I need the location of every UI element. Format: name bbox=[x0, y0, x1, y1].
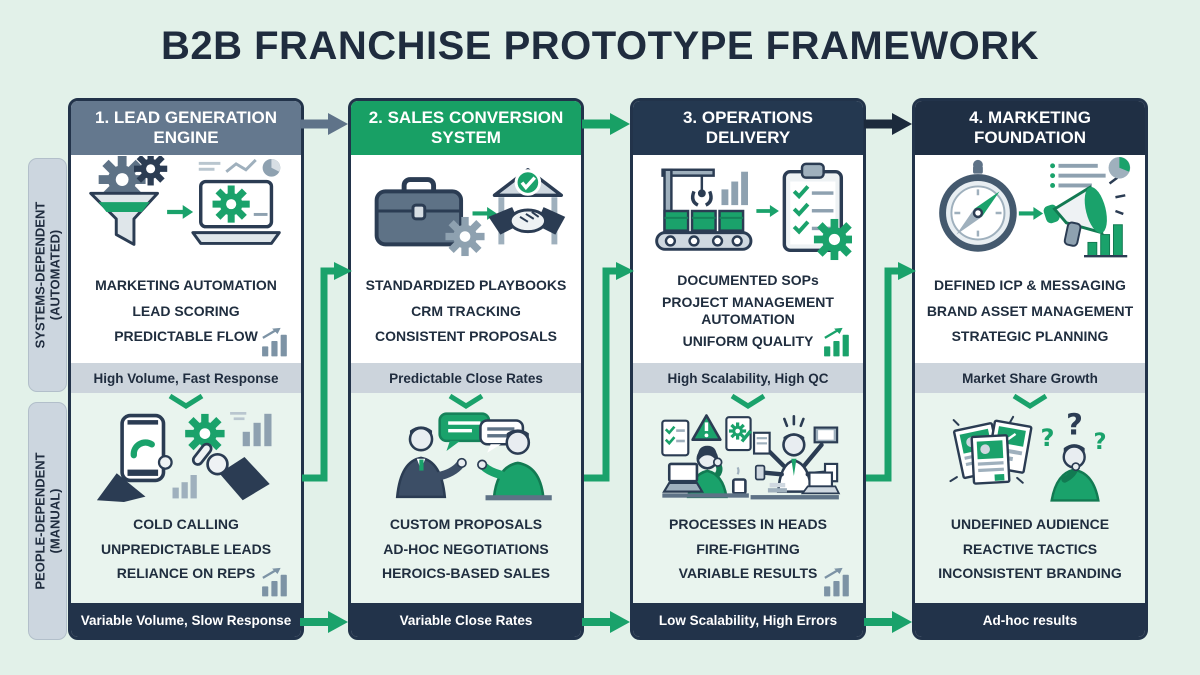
systems-section: MARKETING AUTOMATION LEAD SCORING PREDIC… bbox=[71, 155, 301, 363]
flyers-confused-person-icon: ? ? ? bbox=[949, 412, 1107, 502]
outcome-banner: High Scalability, High QC bbox=[633, 363, 863, 393]
pain-item: FIRE-FIGHTING bbox=[696, 540, 800, 557]
chevron-down-icon bbox=[1012, 393, 1048, 409]
feature-item: MARKETING AUTOMATION bbox=[95, 276, 277, 293]
feature-item: STANDARDIZED PLAYBOOKS bbox=[365, 276, 567, 293]
page-title: B2B FRANCHISE PROTOTYPE FRAMEWORK bbox=[160, 24, 1040, 68]
column-lead-generation: 1. LEAD GENERATION ENGINE bbox=[68, 98, 304, 640]
feature-item: UNIFORM QUALITY bbox=[682, 332, 814, 349]
operations-illustration bbox=[633, 155, 863, 267]
flow-arrow-2-3 bbox=[582, 113, 630, 135]
bottom-arrow-1-2 bbox=[300, 611, 348, 633]
firefighting-illustration bbox=[633, 411, 863, 503]
row-label-text: (MANUAL) bbox=[47, 488, 63, 554]
feature-item: DEFINED ICP & MESSAGING bbox=[934, 276, 1126, 293]
systems-section: DOCUMENTED SOPs PROJECT MANAGEMENT AUTOM… bbox=[633, 155, 863, 363]
pain-item: INCONSISTENT BRANDING bbox=[938, 565, 1122, 582]
briefcase-handshake-icon bbox=[374, 168, 566, 257]
row-label-text: SYSTEMS-DEPENDENT bbox=[32, 201, 48, 349]
people-section: COLD CALLING UNPREDICTABLE LEADS RELIANC… bbox=[71, 393, 301, 603]
chevron-down-icon bbox=[168, 393, 204, 409]
systems-section: DEFINED ICP & MESSAGING BRAND ASSET MANA… bbox=[915, 155, 1145, 363]
feature-item: DOCUMENTED SOPs bbox=[677, 272, 819, 289]
feature-item: CONSISTENT PROPOSALS bbox=[374, 328, 558, 345]
systems-section: STANDARDIZED PLAYBOOKS CRM TRACKING CONS… bbox=[351, 155, 581, 363]
negotiation-illustration bbox=[351, 411, 581, 503]
playbook-illustration bbox=[351, 155, 581, 267]
compass-megaphone-icon bbox=[939, 156, 1131, 258]
pain-item: VARIABLE RESULTS bbox=[678, 565, 818, 582]
svg-text:?: ? bbox=[1093, 429, 1106, 455]
salespeople-conversation-icon bbox=[395, 412, 552, 501]
feature-item: BRAND ASSET MANAGEMENT bbox=[926, 302, 1134, 319]
pain-item: AD-HOC NEGOTIATIONS bbox=[383, 540, 549, 557]
stressed-workers-icon bbox=[661, 414, 841, 500]
row-label-systems-dependent: SYSTEMS-DEPENDENT(AUTOMATED) bbox=[28, 158, 67, 392]
svg-text:?: ? bbox=[1040, 424, 1054, 452]
marketing-illustration bbox=[915, 155, 1145, 267]
svg-text:?: ? bbox=[1066, 412, 1083, 442]
column-header: 2. SALES CONVERSION SYSTEM bbox=[351, 101, 581, 155]
hand-phone-click-gear-icon bbox=[96, 412, 272, 502]
feedback-connector-2-3 bbox=[584, 262, 634, 482]
feature-item: PREDICTABLE FLOW bbox=[114, 328, 258, 345]
people-section: CUSTOM PROPOSALS AD-HOC NEGOTIATIONS HER… bbox=[351, 393, 581, 603]
growth-chart-icon bbox=[821, 567, 855, 598]
flow-arrow-3-4 bbox=[864, 113, 912, 135]
pain-item: UNDEFINED AUDIENCE bbox=[950, 515, 1110, 532]
people-section: PROCESSES IN HEADS FIRE-FIGHTING VARIABL… bbox=[633, 393, 863, 603]
cold-calling-illustration bbox=[71, 411, 301, 503]
feature-item: PROJECT MANAGEMENT AUTOMATION bbox=[662, 294, 834, 327]
row-label-text: (AUTOMATED) bbox=[47, 229, 63, 321]
bottom-arrow-3-4 bbox=[864, 611, 912, 633]
feature-item: CRM TRACKING bbox=[411, 302, 521, 319]
result-banner: Ad-hoc results bbox=[915, 603, 1145, 637]
growth-chart-icon bbox=[821, 327, 855, 358]
gears-funnel-laptop-icon bbox=[89, 156, 281, 246]
result-banner: Variable Volume, Slow Response bbox=[71, 603, 301, 637]
column-header: 1. LEAD GENERATION ENGINE bbox=[71, 101, 301, 155]
column-operations-delivery: 3. OPERATIONS DELIVERY bbox=[630, 98, 866, 640]
pain-item: RELIANCE ON REPS bbox=[116, 565, 256, 582]
people-section: ? ? ? UNDEFINED AUDIENCE REACTIVE TACTIC… bbox=[915, 393, 1145, 603]
pain-item: COLD CALLING bbox=[133, 515, 239, 532]
column-header: 4. MARKETING FOUNDATION bbox=[915, 101, 1145, 155]
column-header: 3. OPERATIONS DELIVERY bbox=[633, 101, 863, 155]
outcome-banner: High Volume, Fast Response bbox=[71, 363, 301, 393]
flow-arrow-1-2 bbox=[300, 113, 348, 135]
column-marketing-foundation: 4. MARKETING FOUNDATION bbox=[912, 98, 1148, 640]
growth-chart-icon bbox=[259, 327, 293, 358]
pain-item: CUSTOM PROPOSALS bbox=[389, 515, 543, 532]
chevron-down-icon bbox=[448, 393, 484, 409]
result-banner: Variable Close Rates bbox=[351, 603, 581, 637]
row-label-text: PEOPLE-DEPENDENT bbox=[32, 452, 48, 590]
inconsistent-branding-illustration: ? ? ? bbox=[915, 411, 1145, 503]
pain-item: UNPREDICTABLE LEADS bbox=[100, 540, 272, 557]
growth-chart-icon bbox=[259, 567, 293, 598]
pain-item: REACTIVE TACTICS bbox=[962, 540, 1098, 557]
feature-item: LEAD SCORING bbox=[132, 302, 240, 319]
result-banner: Low Scalability, High Errors bbox=[633, 603, 863, 637]
chevron-down-icon bbox=[730, 393, 766, 409]
feedback-connector-1-2 bbox=[302, 262, 352, 482]
row-label-people-dependent: PEOPLE-DEPENDENT(MANUAL) bbox=[28, 402, 67, 640]
column-sales-conversion: 2. SALES CONVERSION SYSTEM bbox=[348, 98, 584, 640]
bottom-arrow-2-3 bbox=[582, 611, 630, 633]
pain-item: HEROICS-BASED SALES bbox=[381, 565, 551, 582]
outcome-banner: Predictable Close Rates bbox=[351, 363, 581, 393]
conveyor-checklist-icon bbox=[655, 162, 852, 261]
outcome-banner: Market Share Growth bbox=[915, 363, 1145, 393]
feedback-connector-3-4 bbox=[866, 262, 916, 482]
funnel-automation-illustration bbox=[71, 155, 301, 267]
feature-item: STRATEGIC PLANNING bbox=[951, 328, 1109, 345]
pain-item: PROCESSES IN HEADS bbox=[669, 515, 827, 532]
